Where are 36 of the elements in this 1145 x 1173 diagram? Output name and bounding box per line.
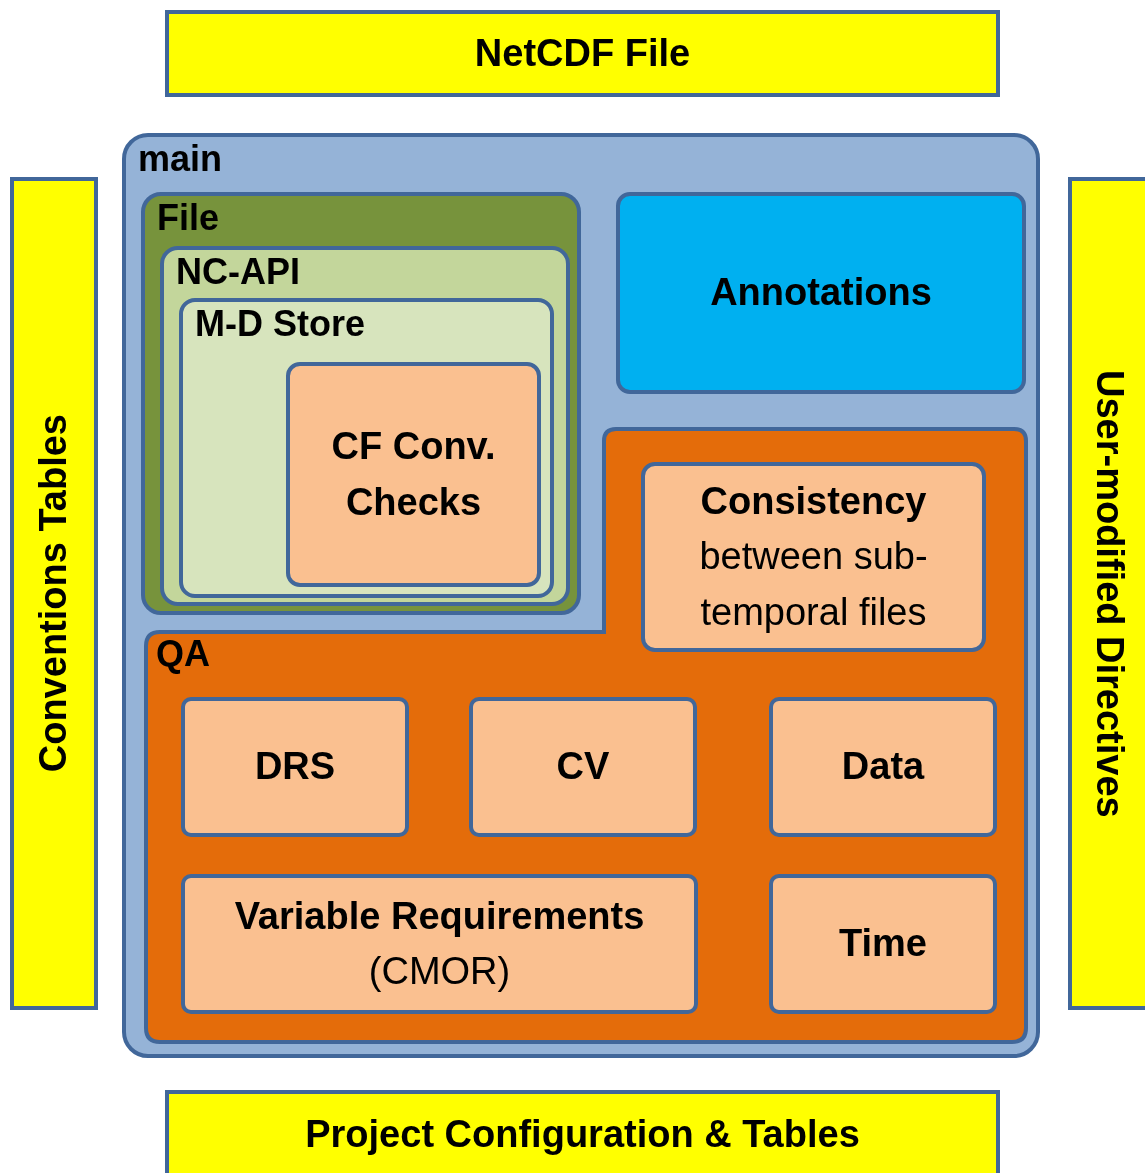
box-label: DRS xyxy=(253,744,337,790)
box-label: Conventions Tables xyxy=(31,414,76,773)
component-box xyxy=(641,462,986,652)
component-box xyxy=(469,697,697,837)
component-box xyxy=(10,177,98,1010)
component-box xyxy=(165,1090,1000,1173)
box-label: Project Configuration & Tables xyxy=(304,1112,861,1158)
component-box xyxy=(769,697,997,837)
group-title: File xyxy=(157,198,219,238)
group-panel xyxy=(141,192,581,615)
box-label: Consistency xyxy=(699,479,928,525)
component-box xyxy=(165,10,1000,97)
box-label: NetCDF File xyxy=(473,30,692,76)
box-description: (CMOR) xyxy=(367,949,512,994)
panel xyxy=(144,427,1028,1044)
component-box xyxy=(181,874,698,1014)
group-panel xyxy=(160,246,570,606)
box-label: CV xyxy=(555,744,611,790)
group-title: M-D Store xyxy=(195,304,365,344)
box-description: between sub-temporal files xyxy=(698,534,929,635)
box-label: User-modified Directives xyxy=(1087,369,1132,818)
group-panel xyxy=(179,298,554,598)
component-box xyxy=(769,874,997,1014)
group-title: QA xyxy=(156,634,210,674)
box-label: CF Conv. Checks xyxy=(330,424,497,525)
component-box xyxy=(181,697,409,837)
box-label: Annotations xyxy=(709,270,933,316)
group-title: main xyxy=(138,139,223,179)
component-box xyxy=(286,362,541,587)
box-label: Time xyxy=(838,921,928,967)
group-title: NC-API xyxy=(176,252,300,292)
box-label: Variable Requirements xyxy=(233,893,646,939)
component-box xyxy=(616,192,1026,394)
box-label: Data xyxy=(840,744,926,790)
component-box xyxy=(1068,177,1145,1010)
group-panel xyxy=(122,133,1040,1058)
